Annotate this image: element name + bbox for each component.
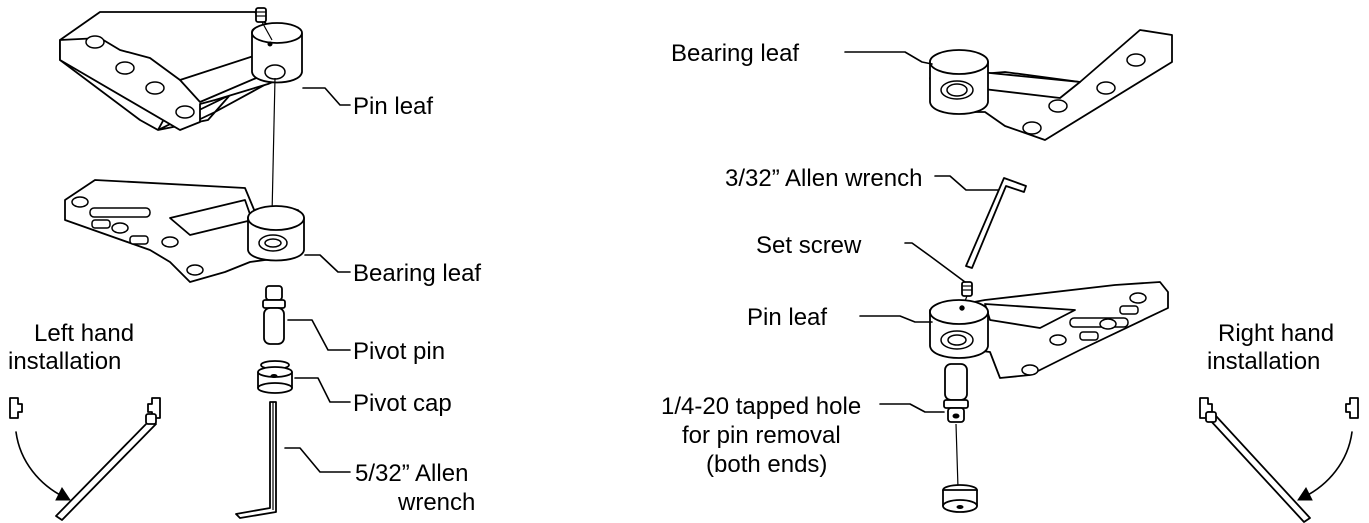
right-bearing-leaf-label: Bearing leaf	[671, 40, 799, 67]
tapped-hole-label-line2: for pin removal	[682, 422, 841, 449]
allen-wrench-332-label: 3/32” Allen wrench	[725, 165, 922, 192]
right-pivot-cap-part	[942, 484, 978, 513]
pivot-pin-label: Pivot pin	[353, 338, 445, 365]
curved-arrow-icon	[1303, 431, 1353, 498]
right-pin-leaf-part	[929, 281, 1169, 379]
left-install-label-line1: Left hand	[34, 320, 134, 347]
jamb-icon	[1345, 397, 1359, 419]
right-pivot-pin-part	[943, 363, 969, 423]
tapped-hole-label-line1: 1/4-20 tapped hole	[661, 393, 861, 420]
left-alignment-line	[271, 77, 276, 216]
tapped-hole-label-line3: (both ends)	[706, 451, 827, 478]
left-pin-leaf-label: Pin leaf	[353, 93, 433, 120]
jamb-icon	[147, 397, 161, 419]
curved-arrow-icon	[15, 431, 65, 498]
left-pivot-cap-part	[257, 360, 293, 394]
set-screw-part	[961, 281, 973, 307]
right-alignment-line	[955, 423, 959, 489]
left-bearing-leaf-part	[64, 179, 305, 283]
allen-wrench-532-label-line1: 5/32” Allen	[355, 460, 468, 487]
left-pivot-pin-part	[262, 285, 286, 345]
right-pin-leaf-label: Pin leaf	[747, 304, 827, 331]
allen-wrench-532-part	[235, 401, 277, 519]
jamb-icon	[9, 397, 23, 419]
pivot-cap-label: Pivot cap	[353, 390, 452, 417]
right-install-label-line1: Right hand	[1218, 320, 1334, 347]
set-screw-label: Set screw	[756, 232, 862, 259]
right-bearing-leaf-part	[929, 29, 1173, 141]
left-pin-leaf-part	[59, 7, 303, 131]
right-install-label-line2: installation	[1207, 348, 1320, 375]
allen-wrench-332-part	[965, 177, 1027, 269]
allen-wrench-532-label-line2: wrench	[397, 489, 475, 516]
left-bearing-leaf-label: Bearing leaf	[353, 260, 481, 287]
left-install-label-line2: installation	[8, 348, 121, 375]
left-install-swing-diagram	[9, 397, 161, 521]
right-install-swing-diagram	[1199, 397, 1359, 523]
